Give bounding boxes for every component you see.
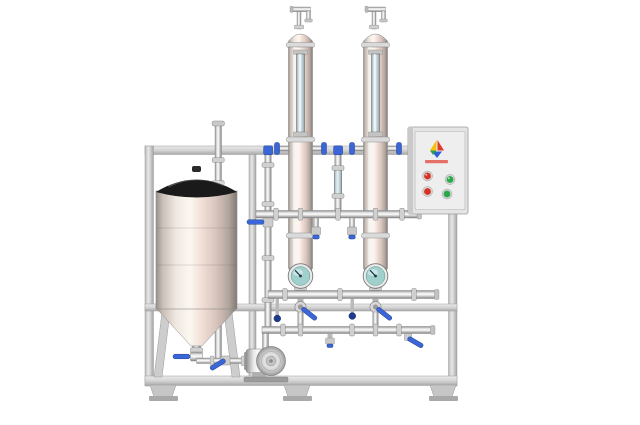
tri-clamp <box>211 157 225 163</box>
membrane-column-left <box>275 6 327 292</box>
bottom-header <box>261 323 436 349</box>
tri-clamp <box>411 288 417 301</box>
tri-clamp <box>209 355 215 366</box>
sight-tube <box>334 169 342 195</box>
pump-base <box>243 376 289 383</box>
tri-clamp <box>337 288 343 301</box>
tri-clamp <box>372 323 379 337</box>
valve-handle <box>172 353 191 360</box>
pipe-rail-clamp <box>263 145 273 156</box>
tri-clamp <box>273 207 279 221</box>
header-pipe <box>261 326 433 334</box>
upper-manifold <box>255 207 422 240</box>
tank-lid <box>156 179 237 198</box>
membrane-column-right <box>350 6 402 292</box>
lower-manifold <box>267 288 440 328</box>
tri-clamp <box>190 347 203 353</box>
tri-clamp <box>349 323 355 337</box>
riser-end-cap <box>211 120 225 127</box>
tri-clamp <box>280 323 286 337</box>
frame-foot <box>149 384 177 398</box>
tri-clamp <box>282 288 288 301</box>
centrifugal-pump <box>243 332 289 383</box>
ball-valve-knob <box>348 312 356 320</box>
tri-clamp <box>297 323 304 337</box>
sample-valve-body <box>325 337 335 345</box>
valve-handle <box>246 219 265 225</box>
frame-foot-pad <box>429 396 458 401</box>
tank-body <box>155 190 238 310</box>
tri-clamp <box>331 165 345 171</box>
inline-valve <box>262 216 274 228</box>
frame-foot <box>283 384 311 398</box>
frame-foot-pad <box>149 396 178 401</box>
tank-lid-nub <box>192 166 201 172</box>
ball-valve-knob <box>273 314 281 323</box>
indicator-light-red-2 <box>424 188 431 195</box>
conical-tank <box>153 166 255 378</box>
panel-side-shade <box>408 127 413 214</box>
panel-logo <box>430 140 444 158</box>
manifold-pipe <box>267 290 437 299</box>
light-glint <box>425 173 428 176</box>
sample-stem <box>350 298 354 313</box>
light-glint <box>447 177 450 180</box>
indicator-light-green-2 <box>443 190 451 198</box>
tri-clamp <box>335 207 341 221</box>
indicator-light-red-1 <box>424 172 431 180</box>
logo-triangle <box>432 151 442 158</box>
tri-clamp <box>297 207 304 221</box>
frame-foot <box>429 384 457 398</box>
tri-clamp <box>261 255 275 261</box>
pipe-end-cap <box>430 325 436 335</box>
drain-valve <box>347 217 357 240</box>
tank-lid-highlight <box>167 177 226 188</box>
pipe-end-cap <box>434 289 440 300</box>
tri-clamp <box>372 207 379 221</box>
tri-clamp <box>399 207 405 221</box>
panel-brand-text <box>425 160 448 164</box>
pump-hub-center <box>269 359 273 363</box>
logo-triangle <box>437 140 444 151</box>
tri-clamp <box>261 201 275 207</box>
tri-clamp <box>396 323 402 337</box>
drain-valve <box>311 217 321 240</box>
control-panel <box>407 126 469 215</box>
panel-door <box>414 131 466 210</box>
frame-left-post <box>144 145 154 387</box>
indicator-light-green-1 <box>446 176 454 183</box>
tri-clamp <box>261 162 275 168</box>
tri-clamp <box>331 193 345 199</box>
sample-stem <box>275 298 279 316</box>
frame-base-rail <box>144 375 458 386</box>
valve-cap <box>326 343 334 348</box>
sample-stem <box>327 333 333 339</box>
logo-triangle <box>430 150 437 155</box>
pipe-rail-clamp <box>333 145 343 156</box>
pump-volute-ring <box>261 351 281 371</box>
frame-rear-post <box>248 153 257 379</box>
pump-bracket <box>252 372 266 378</box>
valve-handle <box>406 335 425 349</box>
logo-triangle <box>430 140 437 151</box>
frame-foot-pad <box>283 396 312 401</box>
